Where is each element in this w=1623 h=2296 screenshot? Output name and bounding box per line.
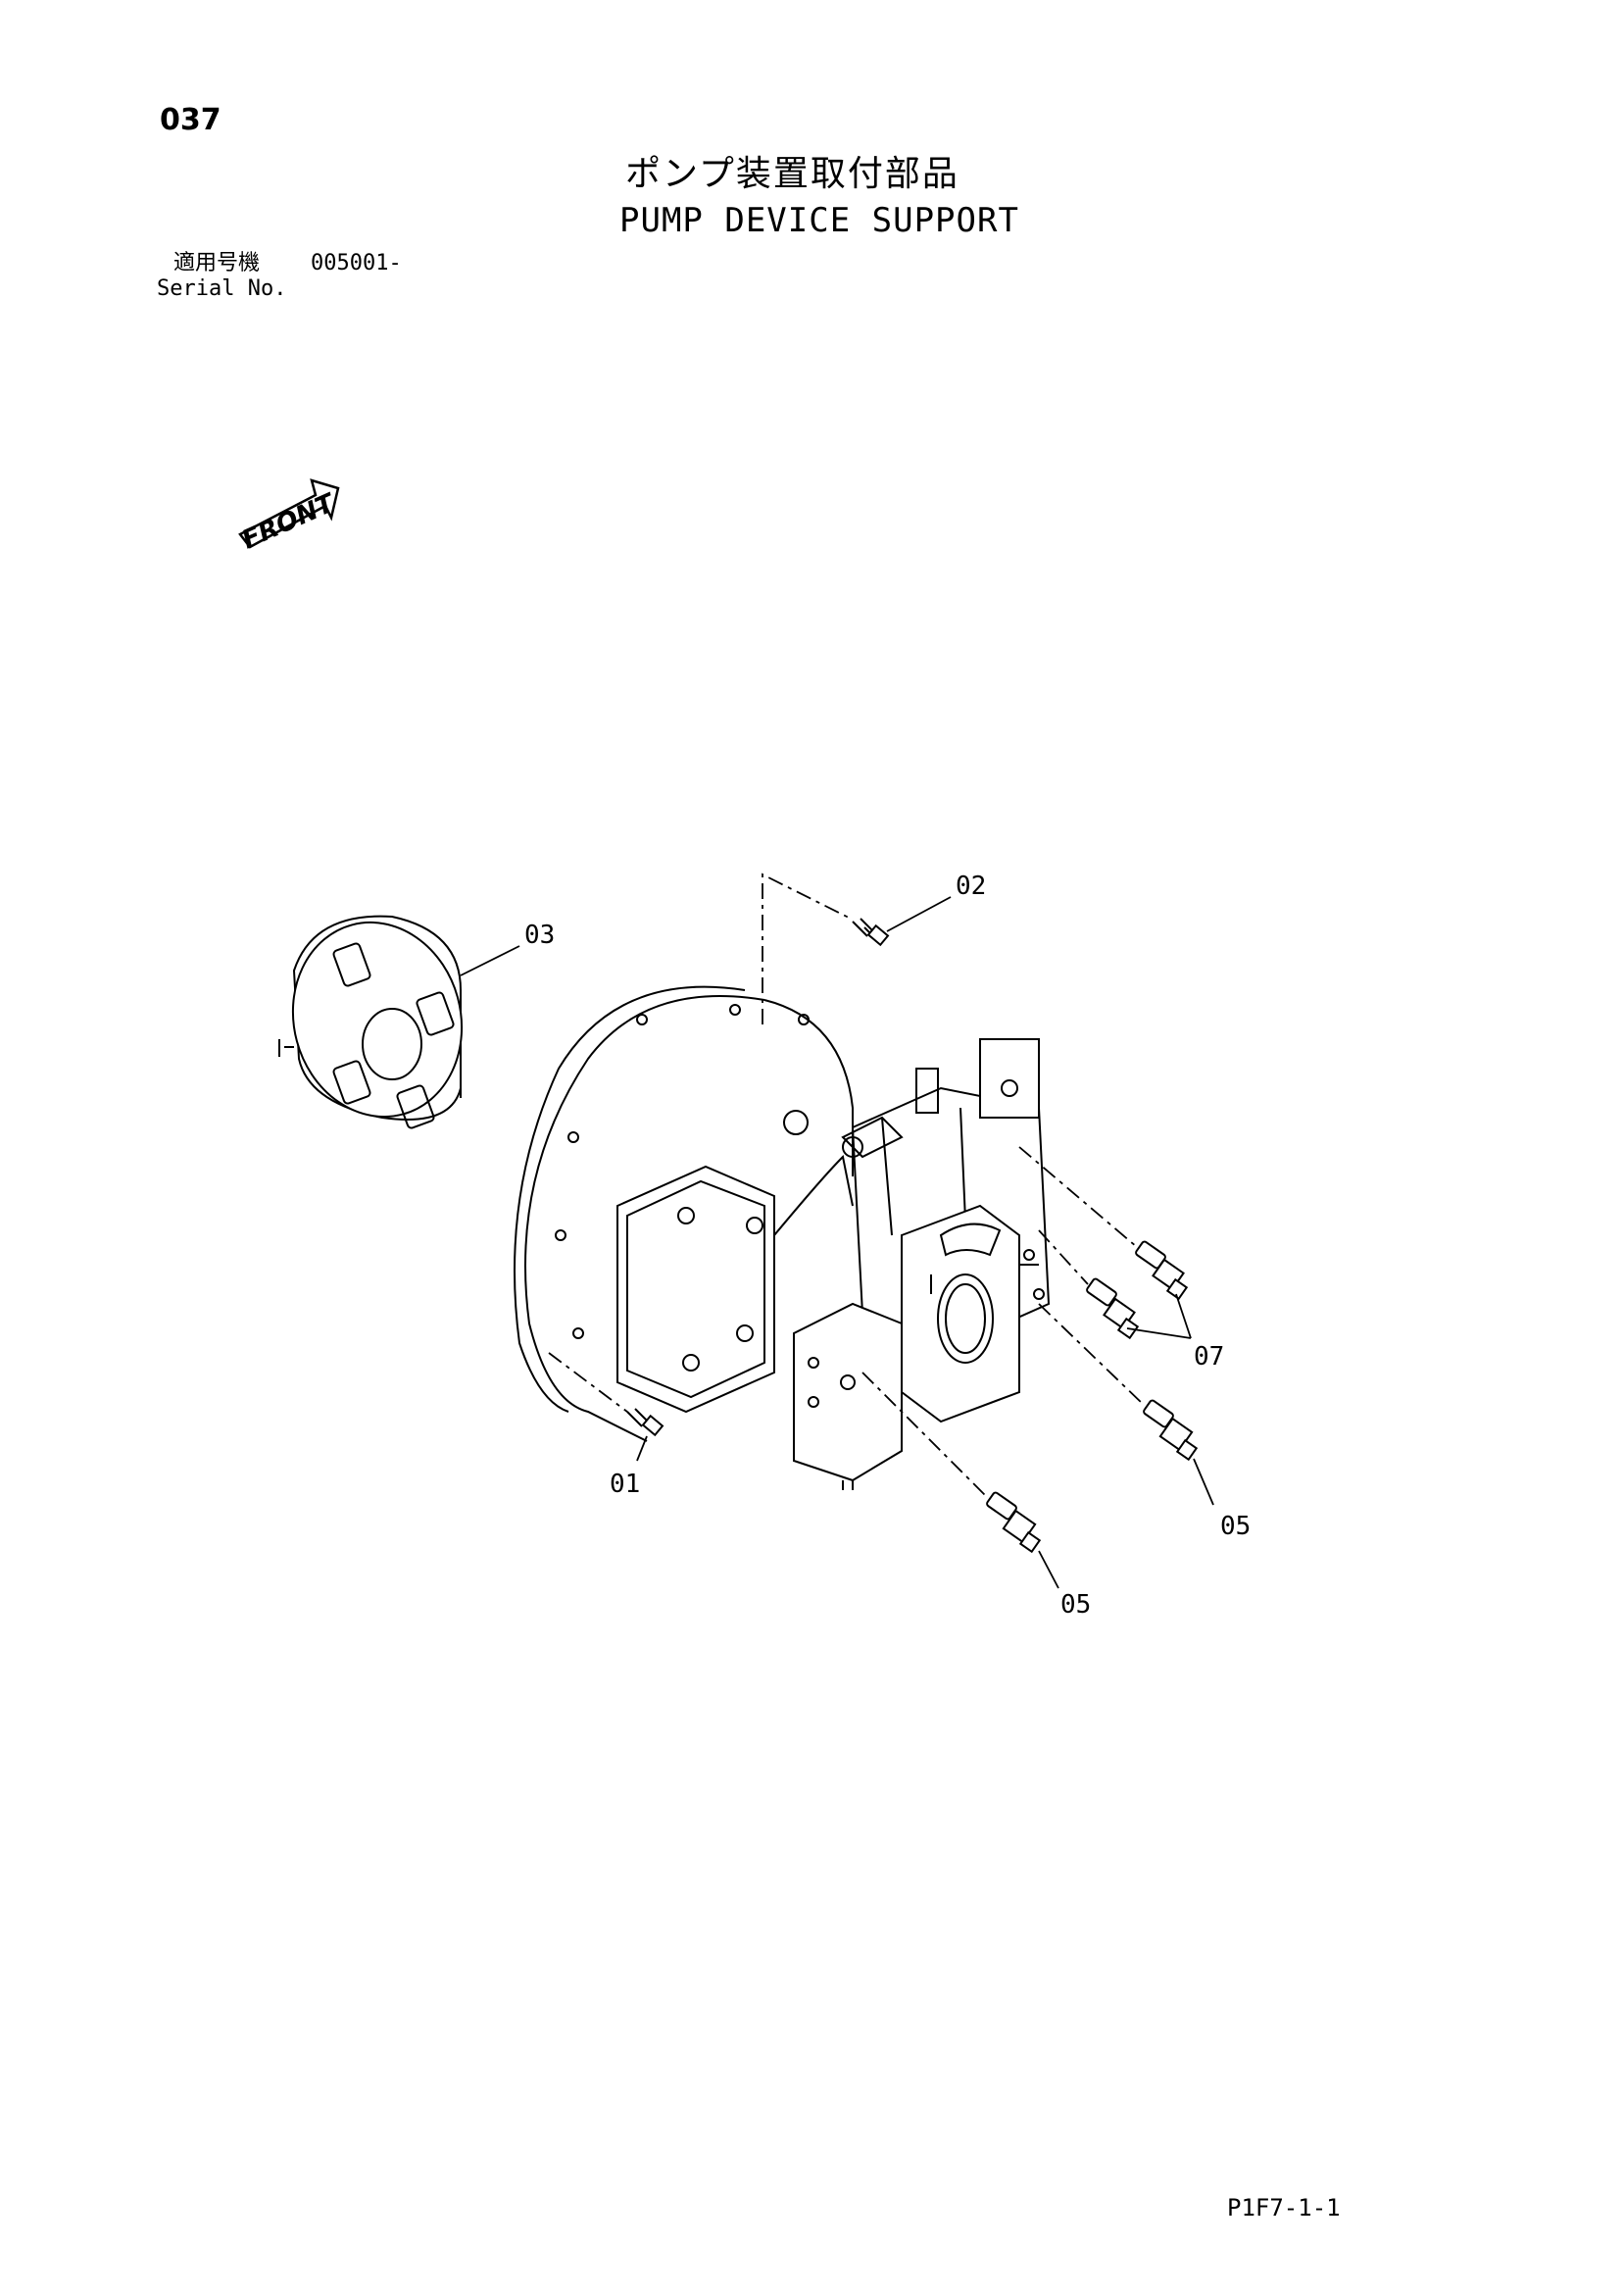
callout-01: 01: [610, 1470, 640, 1499]
page-title-japanese: ポンプ装置取付部品: [625, 154, 959, 194]
serial-label-english: Serial No.: [157, 276, 287, 301]
page-number: 037: [160, 103, 221, 137]
pressure-sensor-part-07: [1086, 1240, 1189, 1340]
callout-03: 03: [524, 921, 555, 950]
front-arrow-icon: FRONT: [238, 478, 341, 556]
serial-number-value: 005001-: [311, 251, 402, 275]
callout-05-right: 05: [1220, 1512, 1251, 1541]
pressure-sensor-part-05-lower: [986, 1491, 1042, 1554]
front-arrow-label: FRONT: [238, 488, 341, 556]
callout-02: 02: [956, 872, 986, 901]
callout-05-lower: 05: [1060, 1590, 1091, 1620]
page-title-english: PUMP DEVICE SUPPORT: [619, 201, 1019, 240]
drawing-code: P1F7-1-1: [1227, 2194, 1341, 2221]
callout-leader-lines: [460, 896, 1214, 1589]
bolt-part-01: [626, 1408, 664, 1437]
hydraulic-pump-assembly: [514, 985, 1051, 1490]
coupling-part-03: [278, 915, 464, 1129]
pressure-sensor-part-05-right: [1143, 1399, 1199, 1462]
serial-label-japanese: 適用号機: [173, 251, 261, 275]
bolt-part-02: [852, 918, 890, 947]
callout-07: 07: [1194, 1342, 1224, 1372]
assembly-guide-lines: [548, 873, 1146, 1499]
